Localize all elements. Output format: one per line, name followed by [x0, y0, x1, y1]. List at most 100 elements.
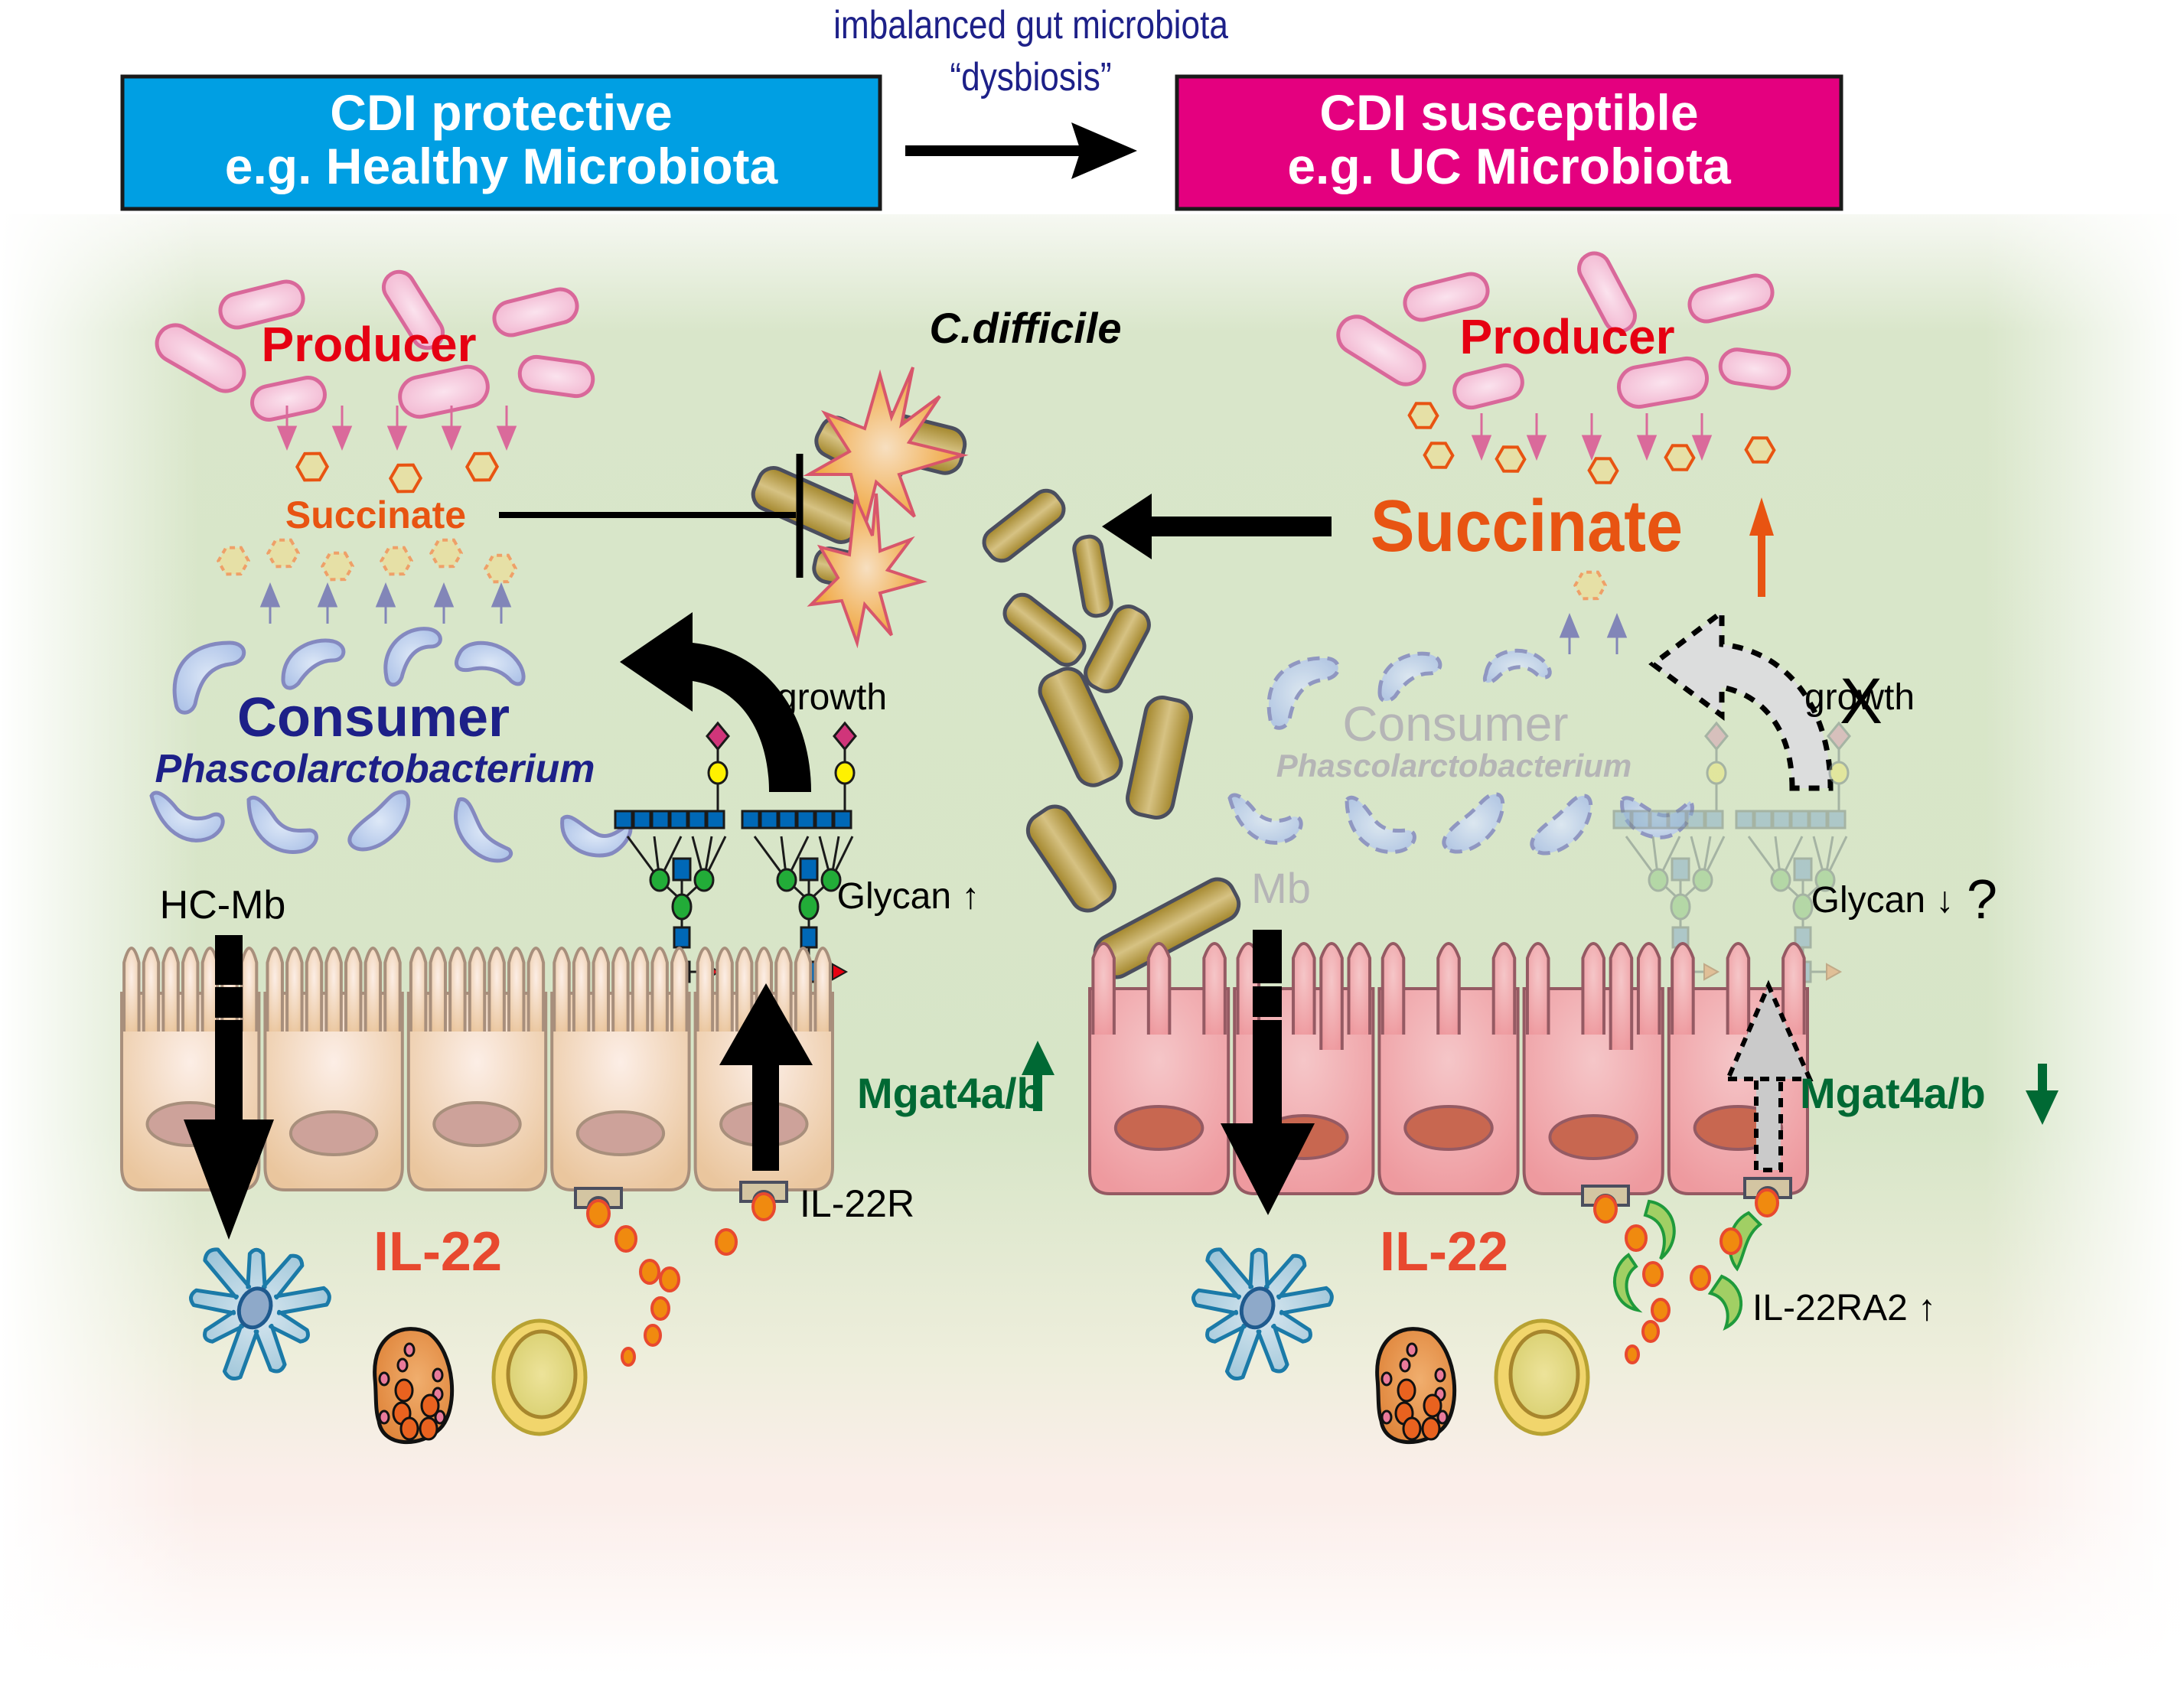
- producer-bacterium-icon: [1718, 347, 1791, 390]
- nuclear-lobe: [399, 1416, 419, 1441]
- dendritic-cell-icon: [1191, 1247, 1334, 1380]
- background: [0, 214, 2184, 1685]
- bisecting-glcnac-icon: [1671, 857, 1690, 882]
- microvillus: [429, 947, 447, 1032]
- consumer-bacterium-icon: [347, 790, 411, 852]
- microvillus: [468, 947, 487, 1032]
- il22-signaling-left: IL-22R IL-22: [373, 1181, 914, 1367]
- blocked-growth-arrow-icon: [1648, 606, 1834, 791]
- il22ra2-label: IL-22RA2 ↑: [1752, 1288, 1936, 1328]
- producer-bacterium-icon: [155, 323, 246, 393]
- glycan-down-label: Glycan ↓: [1811, 880, 1954, 921]
- nuclear-lobe: [1397, 1378, 1416, 1403]
- growth-label-left: growth: [777, 677, 887, 718]
- il22-molecule-icon: [639, 1259, 660, 1285]
- glycan-structure-right-1: [1612, 721, 1729, 987]
- microvillus: [1609, 942, 1634, 1050]
- faded-consumer-bacterium-icon: [1266, 656, 1341, 730]
- glycan-uncertain-mark: ?: [1967, 869, 1997, 930]
- microvillus: [794, 947, 813, 1032]
- mb-to-immune-arrow-right: [1221, 930, 1315, 1215]
- glycan-structure-left-1: [614, 721, 730, 987]
- succinate-molecules-left: [295, 451, 500, 494]
- mannose-icon: [671, 893, 693, 921]
- c-difficile-bacterium-icon: [1126, 696, 1193, 820]
- producer-bacterium-icon: [1336, 315, 1426, 386]
- microvillus: [1091, 942, 1116, 1035]
- epithelial-cell: [406, 947, 548, 1191]
- microvillus: [266, 947, 284, 1032]
- faded-consumer-bacterium-icon: [1377, 651, 1442, 703]
- producer-bacterium-icon: [517, 354, 595, 399]
- lymphocyte-icon: [491, 1318, 588, 1436]
- microvillus: [409, 947, 428, 1032]
- consumption-arrows-right: [1559, 613, 1628, 654]
- microvillus: [305, 947, 324, 1032]
- il22ra2-decoy-icon: [1643, 1199, 1676, 1260]
- nuclear-lobe: [394, 1378, 414, 1403]
- consumer-label-right-faded: Consumer: [1342, 696, 1568, 751]
- microvillus: [1781, 942, 1806, 1035]
- il22-molecule-icon: [1642, 1261, 1664, 1287]
- glcnac-icon: [632, 810, 652, 829]
- galactose-icon: [834, 761, 856, 785]
- il22-molecule-icon: [751, 1192, 776, 1221]
- microvillus: [383, 947, 402, 1032]
- il22-molecule-icon: [715, 1228, 738, 1256]
- consumer-genus-left: Phascolarctobacterium: [155, 747, 595, 791]
- microvillus: [813, 947, 832, 1032]
- consumed-succinate-icon: [379, 546, 414, 576]
- down-arrow-icon: [441, 425, 462, 451]
- granule: [403, 1342, 416, 1357]
- mannose-icon: [1770, 868, 1791, 892]
- down-arrow-icon: [1526, 435, 1547, 461]
- producer-bacterium-icon: [492, 287, 579, 337]
- glcnac-icon: [1649, 810, 1669, 829]
- faded-consumer-bacterium-icon: [1345, 796, 1416, 854]
- bottom-fade: [0, 1500, 2184, 1685]
- glcnac-icon: [687, 810, 707, 829]
- consumed-succinate-icon: [483, 553, 518, 584]
- il22-molecule-icon: [621, 1347, 636, 1367]
- microvillus: [650, 947, 669, 1032]
- cell-nucleus-icon: [1548, 1114, 1638, 1160]
- il22-label-left: IL-22: [373, 1221, 502, 1282]
- il22-molecule-icon: [1690, 1265, 1711, 1291]
- producer-bacterium-icon: [1616, 356, 1710, 409]
- epithelium-uc: [1088, 942, 1809, 1195]
- dendritic-cell-nucleus: [236, 1286, 273, 1330]
- microvillus: [1671, 942, 1695, 1035]
- succinate-molecules-right: [1407, 402, 1776, 484]
- right-edge-fade: [1985, 214, 2184, 1685]
- consumer-bacterium-icon: [383, 627, 442, 687]
- microvillus: [487, 947, 506, 1032]
- il22-signaling-right: IL-22RA2 ↑ IL-22: [1380, 1177, 1936, 1364]
- nuclear-lobe: [1421, 1416, 1441, 1441]
- promotion-arrow: [1102, 494, 1332, 559]
- epithelial-cell: [263, 947, 404, 1191]
- mannose-icon: [1792, 893, 1814, 921]
- consumed-succinate-icon: [429, 538, 464, 569]
- microvillus: [716, 947, 734, 1032]
- granule: [1380, 1371, 1393, 1387]
- c-difficile-bacterium-icon: [1072, 534, 1113, 618]
- mannose-icon: [798, 893, 820, 921]
- microvillus: [553, 947, 571, 1032]
- mb-to-immune-arrow-left: [184, 935, 274, 1240]
- succinate-hexagon-icon: [465, 451, 500, 482]
- glcnac-icon: [1735, 810, 1755, 829]
- glcnac-icon: [759, 810, 779, 829]
- neutrophil-icon: [373, 1327, 455, 1445]
- nuclear-lobe: [1423, 1393, 1442, 1418]
- consumed-succinate-icon: [320, 551, 355, 582]
- microvillus: [324, 947, 343, 1032]
- microvillus: [363, 947, 383, 1032]
- il22-molecule-icon: [650, 1296, 670, 1321]
- il22ra2-decoy-icon: [1707, 1274, 1743, 1331]
- down-arrow-icon: [276, 425, 298, 451]
- down-arrow-icon: [1471, 435, 1492, 461]
- mgat4-decrease-arrow-icon: [2026, 1064, 2059, 1125]
- granule: [1399, 1357, 1411, 1373]
